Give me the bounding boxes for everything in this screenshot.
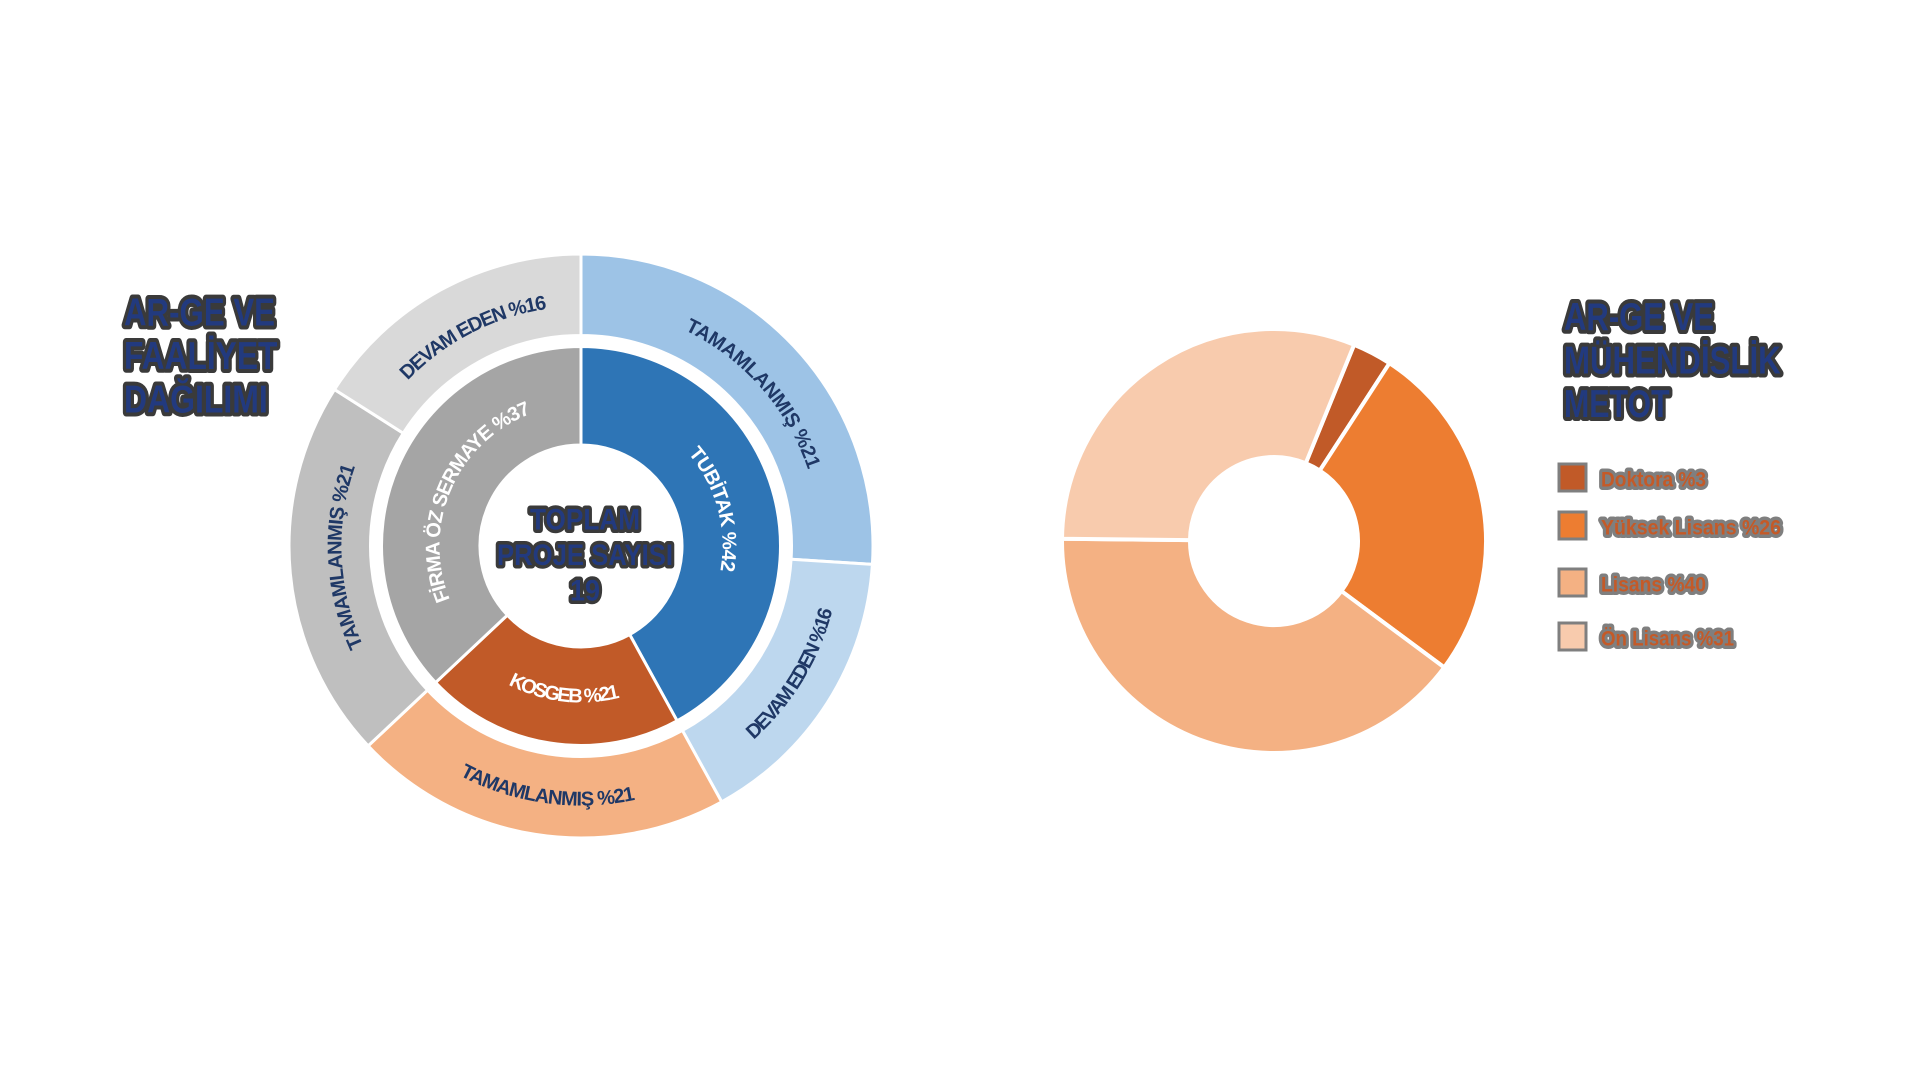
svg-text:AR-GE VE: AR-GE VE xyxy=(1564,296,1714,339)
svg-text:MÜHENDİSLİK: MÜHENDİSLİK xyxy=(1564,339,1781,382)
svg-text:AR-GE VE: AR-GE VE xyxy=(124,292,275,335)
svg-text:Yüksek Lisans %26: Yüksek Lisans %26 xyxy=(1601,517,1781,540)
svg-text:Doktora %3: Doktora %3 xyxy=(1601,469,1706,492)
svg-text:DAĞILIMI: DAĞILIMI xyxy=(124,378,268,422)
svg-text:19: 19 xyxy=(570,575,600,608)
svg-text:Lisans %40: Lisans %40 xyxy=(1601,574,1706,597)
svg-text:Ön Lisans %31: Ön Lisans %31 xyxy=(1601,628,1734,651)
svg-text:PROJE SAYISI: PROJE SAYISI xyxy=(497,539,673,572)
svg-text:METOT: METOT xyxy=(1564,383,1670,426)
svg-text:FAALİYET: FAALİYET xyxy=(124,335,278,378)
svg-text:TOPLAM: TOPLAM xyxy=(530,504,640,537)
